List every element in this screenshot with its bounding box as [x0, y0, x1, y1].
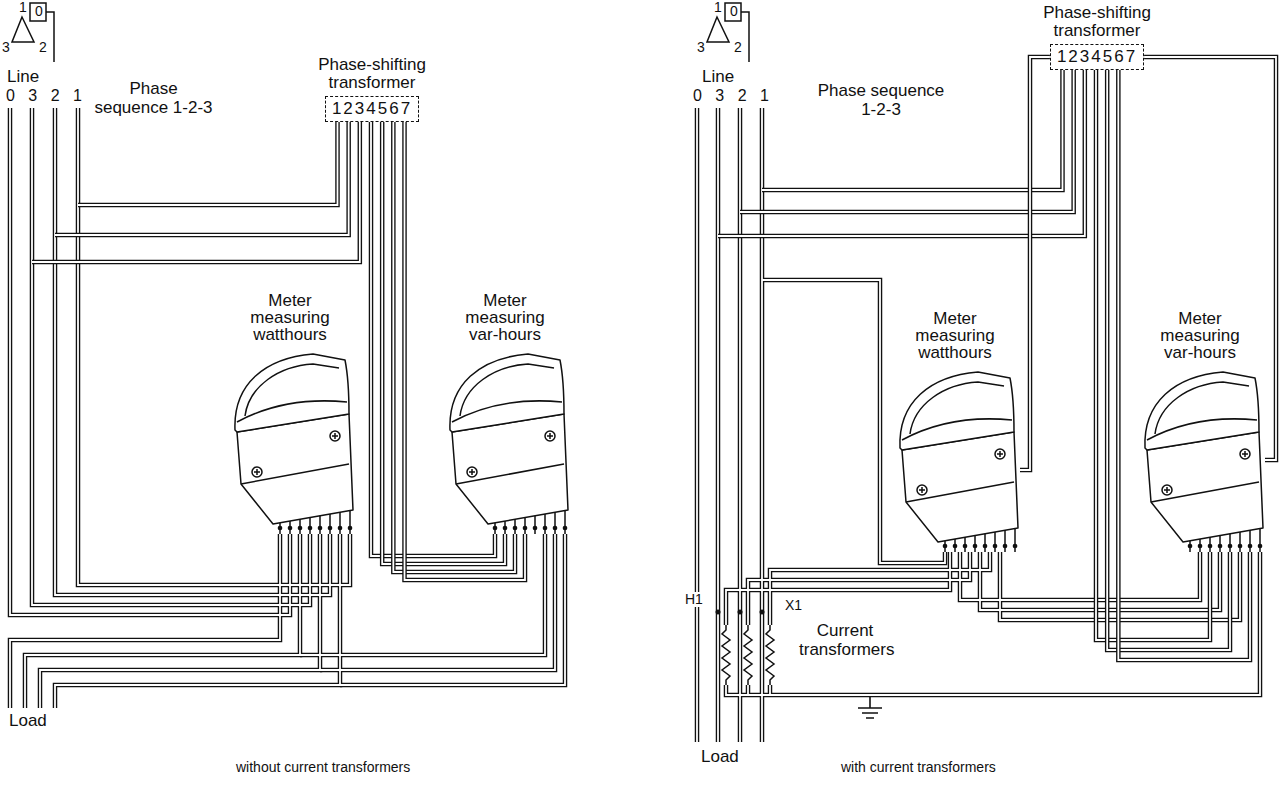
connector-wire — [1020, 57, 1050, 470]
diagram-label: 0 3 2 1 — [692, 87, 774, 105]
meter-node: Meter measuring watthours — [225, 292, 355, 534]
diagram-label: 2 — [733, 40, 743, 55]
meter-node: Meter measuring var-hours — [1135, 310, 1265, 552]
transformer-wire-core — [32, 122, 360, 262]
polarity-dot — [738, 610, 743, 615]
current-transformer — [766, 625, 774, 685]
meter-node: Meter measuring var-hours — [440, 292, 570, 534]
diagram-label: Load — [700, 748, 740, 767]
wire — [10, 534, 280, 708]
polarity-dot — [760, 610, 765, 615]
meter-label: Meter measuring var-hours — [455, 292, 555, 344]
transformer-wire — [55, 122, 349, 235]
diagram-label: 2 — [38, 40, 48, 55]
terminal-box: 1234567 — [1050, 44, 1144, 70]
transformer-wire — [762, 70, 1062, 190]
diagram-label: 0 — [729, 4, 739, 19]
supply-symbol — [30, 3, 46, 21]
transformer-heading: Phase-shifting transformer — [1030, 4, 1164, 40]
wire — [726, 552, 1260, 695]
meter-label: Meter measuring watthours — [905, 310, 1005, 362]
polarity-dot — [716, 610, 721, 615]
meter-node: Meter measuring watthours — [890, 310, 1020, 552]
wire — [55, 534, 340, 708]
wire — [25, 534, 300, 708]
meter-illustration — [225, 344, 355, 534]
transformer-wire — [740, 70, 1074, 212]
meter-illustration — [440, 344, 570, 534]
connector-wire — [1020, 57, 1050, 470]
diagram-label: 0 3 2 1 — [5, 87, 87, 105]
transformer-wire-core — [1118, 70, 1250, 660]
transformer-wire — [32, 122, 360, 262]
ground-symbol — [858, 697, 882, 718]
polarity-dot — [716, 610, 765, 615]
ground-symbol — [858, 697, 882, 718]
diagram-label: Current transformers — [798, 622, 892, 659]
diagram-label: 3 — [1, 40, 11, 55]
terminal-box: 1234567 — [325, 96, 419, 122]
transformer-wire — [1118, 70, 1250, 660]
transformer-wire-core — [740, 70, 1074, 212]
diagram-label: with current transformers — [840, 760, 997, 775]
connector-core — [1020, 57, 1050, 470]
wire — [300, 534, 545, 655]
supply-symbol — [725, 3, 741, 21]
meter-illustration — [890, 362, 1020, 552]
transformer-wire — [32, 70, 1250, 660]
diagram-label: 3 — [696, 40, 706, 55]
transformer-heading: Phase-shifting transformer — [305, 56, 439, 92]
diagram-label: 0 — [34, 4, 44, 19]
terminal-numbers: 1234567 — [332, 99, 412, 118]
transformer-wire — [78, 122, 337, 205]
phase-shifting-transformer: Phase-shifting transformer 1234567 — [1030, 4, 1164, 70]
wire — [960, 552, 1200, 600]
diagram-label: Phase sequence 1-2-3 — [90, 80, 217, 117]
current-transformer — [744, 625, 752, 685]
diagram-label: 1 — [713, 0, 723, 15]
meter-drawing — [1145, 372, 1263, 552]
transformer-wire-core — [78, 122, 337, 205]
diagram-label: without current transformers — [235, 760, 411, 775]
current-transformer — [722, 625, 730, 685]
diagram-label: 1 — [18, 0, 28, 15]
phase-shifting-transformer: Phase-shifting transformer 1234567 — [305, 56, 439, 122]
meter-label: Meter measuring watthours — [240, 292, 340, 344]
wire — [980, 552, 1220, 610]
diagram-label: H1 — [684, 592, 704, 607]
transformer-wire-core — [762, 70, 1062, 190]
diagram-label: Line — [701, 68, 735, 87]
terminal-numbers: 1234567 — [1057, 47, 1137, 66]
wire — [32, 108, 310, 605]
meter-illustration — [1135, 362, 1265, 552]
meter-drawing — [450, 354, 568, 534]
diagram-label: Line — [6, 68, 40, 87]
wire — [10, 108, 290, 615]
wire — [40, 534, 320, 708]
diagram-label: Load — [8, 712, 48, 731]
current-transformer — [722, 625, 774, 685]
transformer-wire-core — [55, 122, 349, 235]
meter-drawing — [235, 354, 353, 534]
meter-label: Meter measuring var-hours — [1150, 310, 1250, 362]
diagram-label: Phase sequence 1-2-3 — [815, 82, 947, 119]
diagram-label: X1 — [784, 598, 803, 613]
meter-drawing — [900, 372, 1018, 552]
